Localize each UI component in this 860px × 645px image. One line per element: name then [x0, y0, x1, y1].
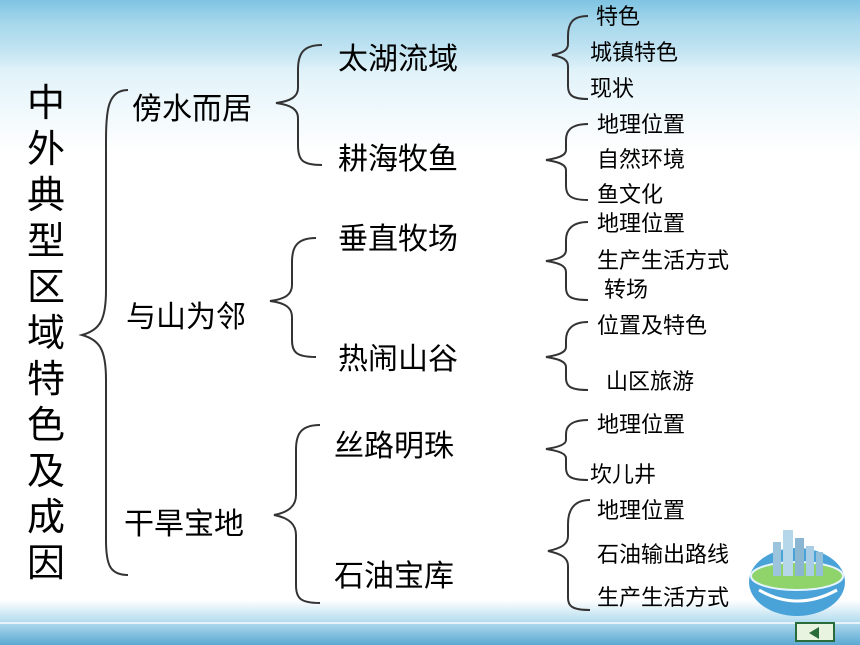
brace-branch-1 [275, 44, 323, 166]
leaf-label: 石油输出路线 [597, 543, 730, 568]
brace-branch-2 [269, 237, 317, 358]
leaf-label: 现状 [590, 77, 635, 102]
branch-label: 与山为邻 [126, 300, 246, 335]
leaf-label: 位置及特色 [597, 314, 708, 339]
brace-genghai [545, 123, 589, 201]
leaf-label: 地理位置 [597, 413, 686, 438]
leaf-label: 鱼文化 [597, 183, 664, 208]
brace-renao [545, 321, 589, 391]
leaf-label: 坎儿井 [590, 463, 657, 488]
brace-silu [545, 419, 589, 481]
leaf-label: 山区旅游 [606, 370, 695, 395]
brace-branch-3 [273, 424, 321, 604]
root-char: 及 [26, 449, 65, 493]
topic-label: 石油宝库 [334, 559, 454, 594]
branch-label: 傍水而居 [132, 92, 252, 127]
root-title: 中 外 典 型 区 域 特 色 及 成 因 [26, 80, 66, 586]
root-char: 区 [26, 265, 65, 309]
leaf-label: 地理位置 [597, 113, 686, 138]
root-char: 中 [26, 81, 65, 125]
root-char: 型 [26, 219, 65, 263]
leaf-label: 自然环境 [597, 148, 686, 173]
root-char: 色 [26, 403, 65, 447]
topic-label: 丝路明珠 [334, 429, 454, 464]
back-nav-button[interactable] [795, 622, 835, 642]
root-char: 成 [26, 495, 65, 539]
topic-label: 太湖流域 [338, 42, 458, 77]
branch-label: 干旱宝地 [124, 507, 244, 542]
brace-chuizhi [545, 221, 589, 301]
root-char: 因 [26, 541, 65, 585]
header-band [0, 0, 860, 70]
root-char: 特 [26, 357, 65, 401]
topic-label: 垂直牧场 [338, 222, 458, 257]
leaf-label: 特色 [596, 5, 641, 30]
brace-shiyou [547, 499, 591, 611]
city-globe-image [749, 530, 845, 616]
root-char: 域 [26, 311, 65, 355]
root-brace [78, 89, 129, 576]
root-char: 典 [26, 173, 65, 217]
leaf-label: 生产生活方式 [597, 586, 730, 611]
leaf-label: 生产生活方式 [597, 249, 730, 274]
topic-label: 耕海牧鱼 [338, 142, 458, 177]
topic-label: 热闹山谷 [338, 342, 458, 377]
footer-band [0, 600, 860, 645]
leaf-label: 地理位置 [597, 499, 686, 524]
leaf-label: 城镇特色 [590, 41, 679, 66]
leaf-label: 地理位置 [597, 212, 686, 237]
leaf-label: 转场 [604, 278, 649, 303]
brace-taihu [551, 15, 589, 100]
root-char: 外 [26, 127, 65, 171]
